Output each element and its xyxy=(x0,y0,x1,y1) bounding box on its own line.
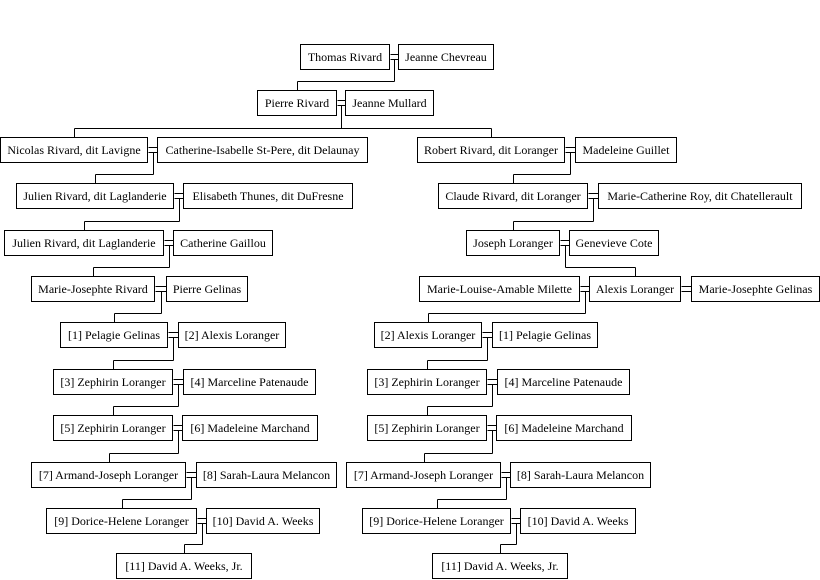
person-box: [5] Zephirin Loranger xyxy=(53,415,173,441)
person-box: Robert Rivard, dit Loranger xyxy=(417,137,565,163)
person-box: Catherine-Isabelle St-Pere, dit Delaunay xyxy=(157,137,368,163)
person-box: Elisabeth Thunes, dit DuFresne xyxy=(183,183,353,209)
person-box: Joseph Loranger xyxy=(466,230,560,256)
person-box: [6] Madeleine Marchand xyxy=(496,415,632,441)
person-box: Nicolas Rivard, dit Lavigne xyxy=(0,137,148,163)
person-box: Claude Rivard, dit Loranger xyxy=(438,183,588,209)
person-box: [10] David A. Weeks xyxy=(520,508,636,534)
person-box: Pierre Gelinas xyxy=(166,276,248,302)
person-box: [5] Zephirin Loranger xyxy=(367,415,487,441)
person-box: Pierre Rivard xyxy=(257,90,337,116)
person-box: [3] Zephirin Loranger xyxy=(53,369,173,395)
person-box: Julien Rivard, dit Laglanderie xyxy=(16,183,174,209)
person-box: Catherine Gaillou xyxy=(173,230,273,256)
person-box: Genevieve Cote xyxy=(569,230,659,256)
person-box: Marie-Josephte Gelinas xyxy=(691,276,820,302)
person-box: [8] Sarah-Laura Melancon xyxy=(196,462,337,488)
person-box: Jeanne Chevreau xyxy=(398,44,494,70)
person-box: Alexis Loranger xyxy=(589,276,681,302)
person-box: [11] David A. Weeks, Jr. xyxy=(432,553,568,579)
person-box: [1] Pelagie Gelinas xyxy=(60,322,168,348)
person-box: Marie-Josephte Rivard xyxy=(31,276,155,302)
person-box: [4] Marceline Patenaude xyxy=(497,369,630,395)
person-box: [11] David A. Weeks, Jr. xyxy=(116,553,252,579)
person-box: Jeanne Mullard xyxy=(345,90,434,116)
person-box: [9] Dorice-Helene Loranger xyxy=(362,508,511,534)
person-box: [4] Marceline Patenaude xyxy=(183,369,316,395)
person-box: Marie-Catherine Roy, dit Chatellerault xyxy=(598,183,802,209)
person-box: [1] Pelagie Gelinas xyxy=(492,322,598,348)
person-box: [9] Dorice-Helene Loranger xyxy=(46,508,197,534)
person-box: [7] Armand-Joseph Loranger xyxy=(31,462,186,488)
person-box: [7] Armand-Joseph Loranger xyxy=(346,462,501,488)
person-box: Madeleine Guillet xyxy=(575,137,677,163)
person-box: Julien Rivard, dit Laglanderie xyxy=(4,230,164,256)
person-box: [10] David A. Weeks xyxy=(206,508,320,534)
person-box: Thomas Rivard xyxy=(300,44,390,70)
person-box: [2] Alexis Loranger xyxy=(374,322,482,348)
person-box: [3] Zephirin Loranger xyxy=(367,369,487,395)
person-box: [2] Alexis Loranger xyxy=(178,322,286,348)
person-box: [6] Madeleine Marchand xyxy=(182,415,318,441)
person-box: Marie-Louise-Amable Milette xyxy=(419,276,580,302)
person-box: [8] Sarah-Laura Melancon xyxy=(510,462,651,488)
